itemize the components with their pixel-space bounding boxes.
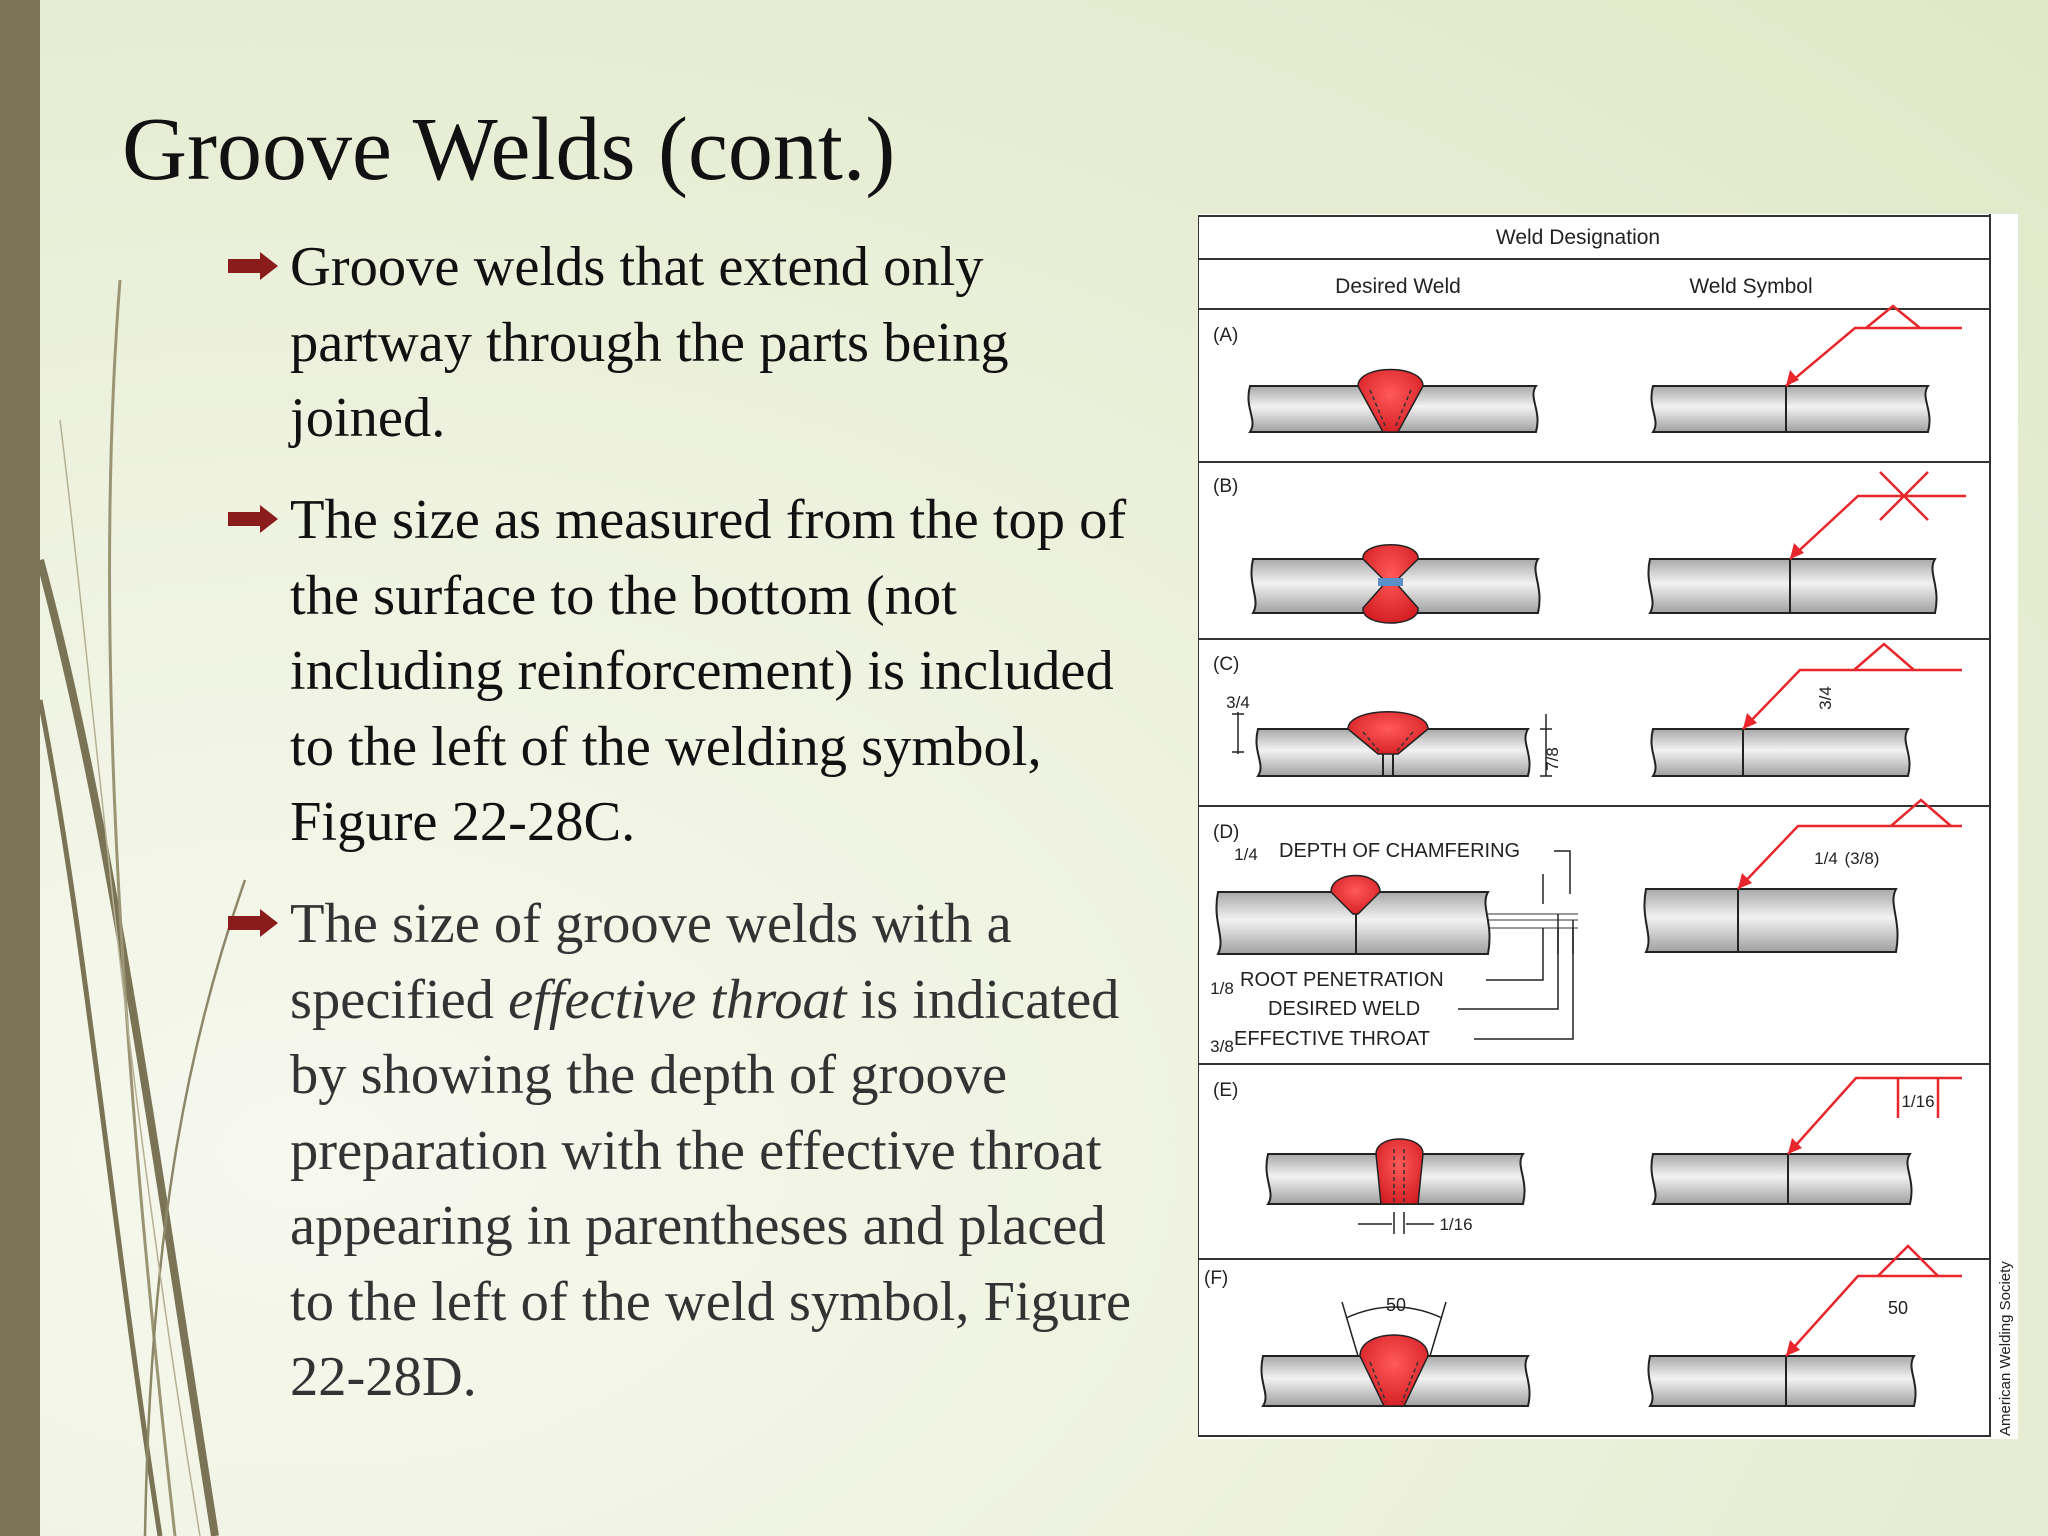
red-weld-symbol-arrow bbox=[1742, 668, 1962, 730]
row-label: (D) bbox=[1213, 822, 1239, 843]
row-e: (E) 1/16 1/16 bbox=[1213, 1076, 1962, 1234]
dim-fraction: 3/8 bbox=[1210, 1037, 1234, 1056]
column-weld-symbol: Weld Symbol bbox=[1689, 275, 1812, 298]
figure-header: Weld Designation bbox=[1496, 226, 1660, 249]
slide-left-bar bbox=[0, 0, 40, 1536]
dim-fraction: 3/4 bbox=[1226, 693, 1250, 712]
gap-fraction: 1/16 bbox=[1439, 1215, 1472, 1234]
weld-bead bbox=[1357, 368, 1424, 433]
bullet-text-part: The size of groove welds with a specifie… bbox=[290, 893, 1012, 1031]
weld-bead bbox=[1375, 1138, 1424, 1205]
slide-title: Groove Welds (cont.) bbox=[122, 100, 896, 199]
row-label: (C) bbox=[1213, 654, 1239, 675]
weld-designation-figure: Weld Designation Desired Weld Weld Symbo… bbox=[1198, 214, 2018, 1439]
row-a: (A) bbox=[1213, 304, 1962, 433]
bullet-text: Groove welds that extend only partway th… bbox=[290, 236, 1009, 449]
bullet-item: Groove welds that extend only partway th… bbox=[228, 230, 1138, 457]
symbol-dim: 3/4 bbox=[1816, 686, 1835, 710]
red-weld-symbol-arrow bbox=[1787, 1076, 1962, 1155]
dim-fraction: 1/8 bbox=[1210, 979, 1234, 998]
bullet-item: The size of groove welds with a specifie… bbox=[228, 887, 1138, 1416]
bullet-text: The size of groove welds with a specifie… bbox=[228, 887, 1138, 1416]
bullet-text-part: is indicated by showing the depth of gro… bbox=[290, 968, 1132, 1409]
weld-bead bbox=[1347, 711, 1429, 755]
bullet-text: The size as measured from the top of the… bbox=[290, 489, 1127, 853]
depth-label: DEPTH OF CHAMFERING bbox=[1279, 840, 1520, 862]
bullet-arrow-icon bbox=[228, 505, 278, 533]
decorative-curves bbox=[36, 279, 247, 1536]
row-c: (C) 3/4 7/8 3/4 bbox=[1213, 642, 1962, 777]
row-label: (A) bbox=[1213, 325, 1238, 346]
symbol-gap: 1/16 bbox=[1901, 1092, 1934, 1111]
weld-bead bbox=[1359, 1334, 1429, 1407]
row-d: (D) 1/4 DEPTH OF CHAMFERING 1/8 ROOT PEN… bbox=[1210, 798, 1962, 1056]
dim-fraction: 7/8 bbox=[1543, 747, 1562, 771]
red-weld-symbol-arrow bbox=[1785, 326, 1962, 387]
bullet-item: The size as measured from the top of the… bbox=[228, 483, 1138, 861]
row-f: (F) 50 50 bbox=[1204, 1244, 1962, 1407]
bullet-arrow-icon bbox=[228, 909, 278, 937]
eff-label: EFFECTIVE THROAT bbox=[1234, 1028, 1430, 1050]
column-desired-weld: Desired Weld bbox=[1335, 275, 1461, 298]
root-label: ROOT PENETRATION bbox=[1240, 969, 1444, 991]
bullet-text-italic: effective throat bbox=[508, 968, 847, 1031]
row-label: (F) bbox=[1204, 1268, 1228, 1289]
bullet-arrow-icon bbox=[228, 252, 278, 280]
symbol-frac: 1/4 bbox=[1814, 849, 1838, 868]
red-weld-symbol-arrow bbox=[1737, 824, 1962, 890]
row-b: (B) bbox=[1213, 471, 1966, 624]
figure-credit: American Welding Society bbox=[1997, 1261, 2014, 1436]
angle-label: 50 bbox=[1386, 1295, 1406, 1315]
symbol-angle: 50 bbox=[1888, 1298, 1908, 1318]
row-label: (B) bbox=[1213, 476, 1238, 497]
red-weld-symbol-arrow bbox=[1785, 1274, 1962, 1357]
dim-fraction: 1/4 bbox=[1234, 845, 1258, 864]
steel-plate bbox=[1650, 385, 1931, 433]
weld-bead bbox=[1330, 874, 1381, 915]
steel-plate bbox=[1647, 558, 1938, 614]
desired-label: DESIRED WELD bbox=[1268, 998, 1420, 1020]
row-label: (E) bbox=[1213, 1080, 1238, 1101]
symbol-paren: (3/8) bbox=[1845, 849, 1880, 868]
red-weld-symbol-arrow bbox=[1789, 494, 1966, 560]
